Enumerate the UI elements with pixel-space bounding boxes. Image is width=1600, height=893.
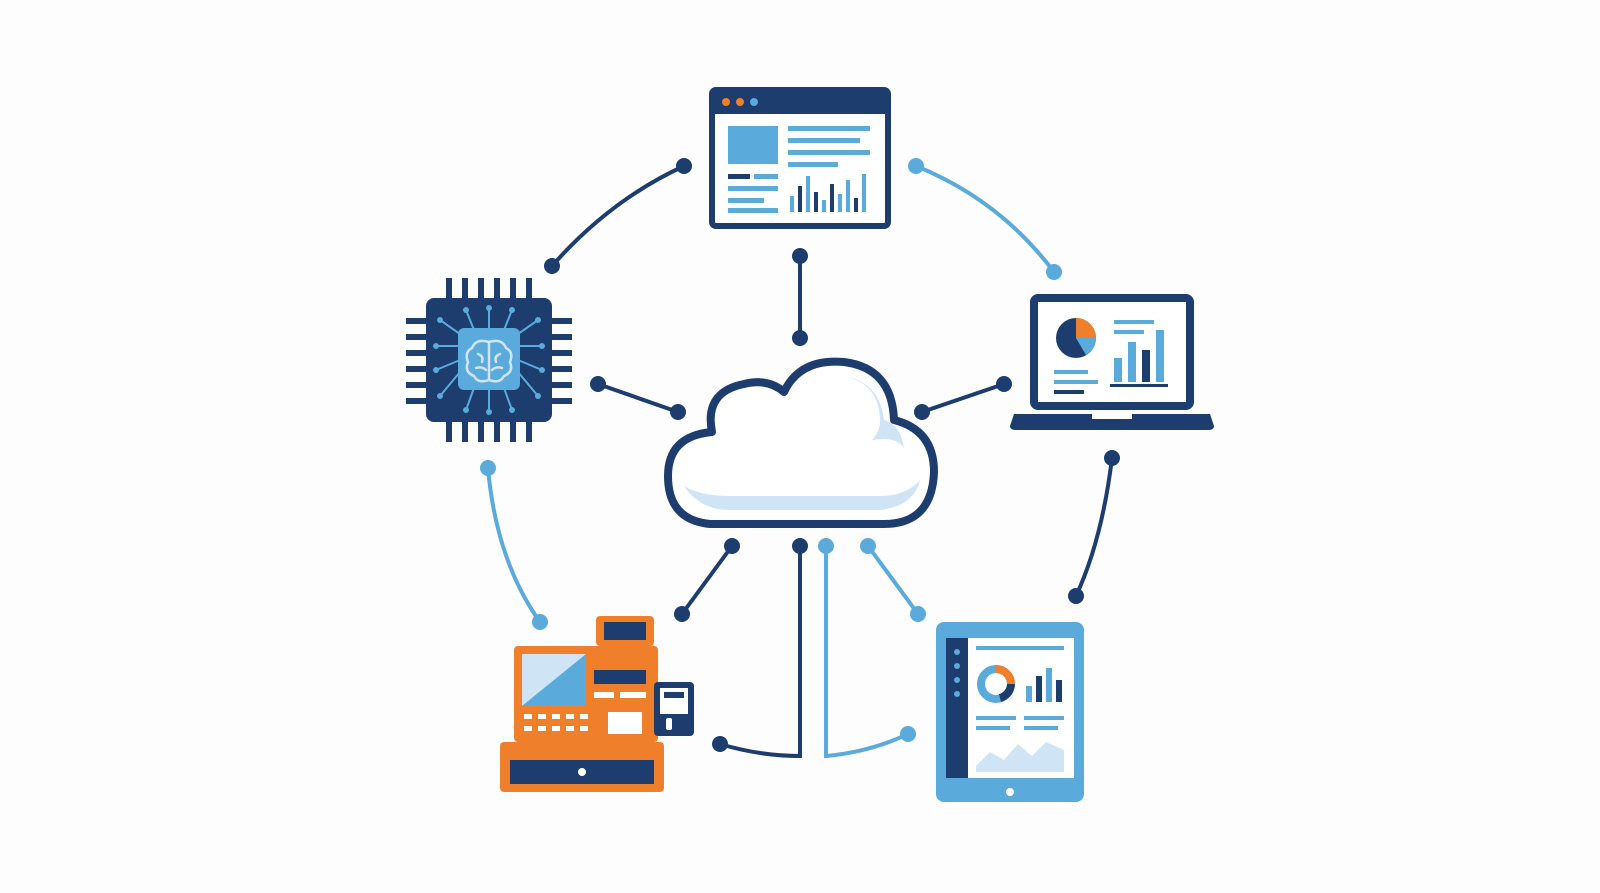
connectors bbox=[486, 164, 1114, 759]
connector-chip-dashboard bbox=[550, 164, 686, 268]
cloud-icon bbox=[664, 357, 938, 528]
connector-laptop-tablet bbox=[1074, 456, 1114, 598]
connector-cloud-right-spoke bbox=[866, 544, 920, 616]
connector-cloud-laptop bbox=[920, 382, 1006, 414]
connector-cloud-left-spoke bbox=[680, 544, 734, 616]
tablet-bars bbox=[1026, 668, 1062, 702]
laptop-analytics-icon bbox=[1010, 294, 1214, 430]
keypad bbox=[524, 714, 588, 731]
laptop-pie-chart bbox=[1056, 318, 1096, 358]
tablet-donut-chart bbox=[977, 665, 1015, 703]
browser-dashboard-icon bbox=[709, 87, 891, 229]
brain-icon bbox=[465, 339, 513, 383]
tablet-report-icon bbox=[936, 622, 1084, 802]
connector-dots bbox=[480, 158, 1120, 752]
cash-register-icon bbox=[500, 616, 694, 792]
connector-chip-pos bbox=[486, 466, 542, 624]
connector-cloud-tablet bbox=[824, 544, 910, 759]
ai-chip-brain-icon bbox=[406, 278, 572, 442]
dashboard-bars bbox=[790, 174, 866, 212]
connector-dashboard-laptop bbox=[914, 164, 1056, 274]
connector-cloud-pos bbox=[718, 544, 802, 759]
card-reader-icon bbox=[654, 682, 694, 736]
laptop-bars bbox=[1110, 330, 1168, 387]
connector-cloud-chip bbox=[596, 382, 680, 414]
